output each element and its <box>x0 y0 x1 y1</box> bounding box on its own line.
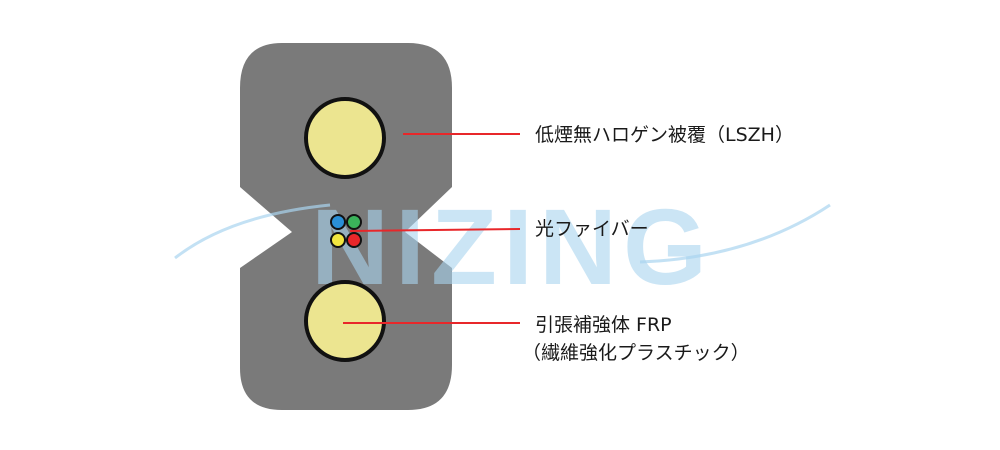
label-strength-member-description: （繊維強化プラスチック） <box>522 342 750 364</box>
fiber-green <box>346 214 362 230</box>
watermark-swoosh-left <box>174 203 331 260</box>
cable-jacket <box>240 43 452 410</box>
watermark-swoosh-right <box>639 203 831 264</box>
watermark-text: NIZING <box>311 186 713 307</box>
fiber-blue <box>330 214 346 230</box>
strength-member-top <box>304 97 386 179</box>
strength-member-bottom <box>304 280 386 362</box>
label-fiber: 光ファイバー <box>535 218 649 240</box>
label-jacket: 低煙無ハロゲン被覆（LSZH） <box>535 124 794 146</box>
fiber-red <box>346 232 362 248</box>
fiber-yellow <box>330 232 346 248</box>
label-strength-member: 引張補強体 FRP <box>535 314 672 336</box>
leader-line-fiber <box>349 228 521 232</box>
